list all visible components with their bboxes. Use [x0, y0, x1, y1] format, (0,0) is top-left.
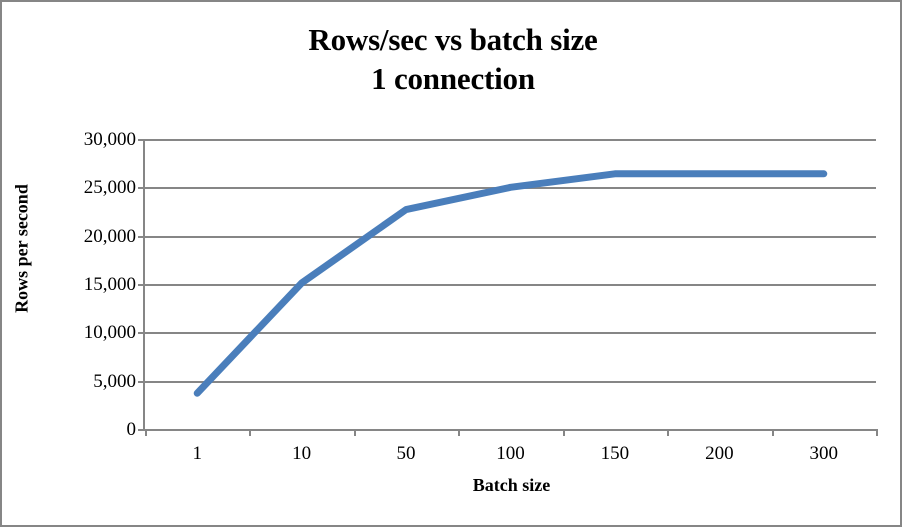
y-axis-tick [138, 235, 145, 238]
gridline [145, 429, 876, 431]
x-axis-title: Batch size [472, 475, 551, 495]
y-axis-tick [138, 284, 145, 286]
y-axis-tick [138, 187, 145, 190]
x-axis-tick [353, 429, 356, 436]
x-axis-tick-label: 1 [192, 443, 202, 464]
gridline [145, 284, 876, 286]
gridline [145, 380, 876, 383]
gridline [145, 235, 876, 238]
x-axis-tick-label: 150 [600, 443, 630, 464]
y-axis-tick [138, 429, 145, 431]
chart-title-line-1: Rows/sec vs batch size [308, 22, 598, 57]
x-axis-tick [249, 429, 252, 436]
x-axis-tick [667, 429, 670, 436]
x-axis-tick-label: 200 [705, 443, 734, 464]
gridline [145, 139, 876, 141]
y-axis-tick [138, 332, 145, 335]
chart-title: Rows/sec vs batch size 1 connection [2, 20, 902, 98]
y-axis-tick-label: 15,000 [83, 274, 136, 295]
x-axis-tick [771, 429, 774, 436]
x-axis-tick [145, 429, 147, 436]
y-axis-tick [138, 139, 145, 141]
x-axis-tick-label: 100 [496, 443, 525, 464]
x-axis-tick [458, 429, 461, 436]
y-axis-tick [138, 380, 145, 383]
x-axis-tick-label: 10 [292, 443, 312, 464]
plot-area [138, 139, 876, 431]
y-axis-tick-label: 20,000 [83, 225, 136, 247]
x-axis-tick [876, 429, 878, 436]
y-axis-tick-label: 30,000 [83, 129, 136, 150]
x-axis-tick-label: 300 [809, 443, 839, 464]
chart-title-line-2: 1 connection [371, 61, 535, 96]
y-axis-tick-labels: 0 5,000 10,000 15,000 20,000 25,000 30,000 [44, 2, 136, 529]
y-axis-tick-label: 25,000 [83, 177, 136, 199]
x-axis-tick [562, 429, 565, 436]
y-axis-tick-label: 5,000 [93, 370, 136, 392]
gridline [145, 332, 876, 335]
gridline [145, 187, 876, 190]
y-axis-tick-label: 10,000 [83, 322, 136, 344]
y-axis-title: Rows per second [11, 184, 32, 313]
y-axis-tick-label: 0 [126, 419, 137, 440]
x-axis-tick-label: 50 [396, 443, 416, 464]
